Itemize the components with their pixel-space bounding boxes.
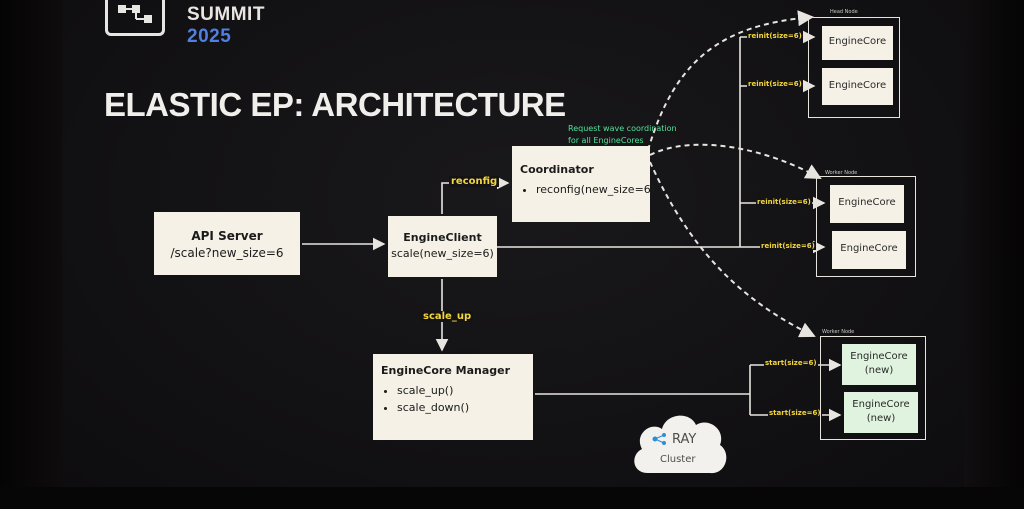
reinit-label-1: reinit(size=6) — [747, 32, 803, 40]
worker-node-2-label: Worker Node — [822, 329, 855, 335]
enginecore-worker-1: EngineCore — [830, 185, 904, 223]
engine-client-box: EngineClient scale(new_size=6) — [388, 216, 497, 277]
enginecore-head-2: EngineCore — [822, 68, 893, 105]
worker-node-2 — [820, 336, 926, 440]
engine-client-title: EngineClient — [403, 231, 482, 244]
api-server-title: API Server — [191, 229, 263, 243]
ray-label: RAY — [672, 432, 697, 447]
start-label-1: start(size=6) — [764, 359, 818, 367]
manager-item-scale-up: scale_up() — [397, 382, 533, 399]
coordinator-title: Coordinator — [520, 163, 594, 176]
engine-client-call: scale(new_size=6) — [391, 247, 494, 260]
enginecore-worker-2: EngineCore — [832, 231, 906, 269]
manager-title: EngineCore Manager — [381, 364, 511, 377]
enginecore-head-1: EngineCore — [822, 26, 893, 60]
reinit-label-4: reinit(size=6) — [760, 242, 816, 250]
worker-node-1-label: Worker Node — [825, 170, 858, 176]
start-label-2: start(size=6) — [768, 409, 822, 417]
enginecore-new-1: EngineCore (new) — [842, 344, 916, 385]
manager-item-scale-down: scale_down() — [397, 399, 533, 416]
enginecore-manager-box: EngineCore Manager scale_up() scale_down… — [373, 354, 533, 440]
api-server-endpoint: /scale?new_size=6 — [170, 246, 284, 260]
scale-up-label: scale_up — [421, 311, 474, 322]
reconfig-label: reconfig — [449, 176, 500, 187]
coordination-note: Request wave coordination for all Engine… — [568, 123, 677, 147]
note-line-1: Request wave coordination — [568, 124, 677, 133]
coordinator-box: Coordinator reconfig(new_size=6) — [512, 146, 655, 222]
reinit-label-3: reinit(size=6) — [756, 198, 812, 206]
ray-logo-icon — [652, 433, 666, 445]
summit-label: SUMMIT — [187, 4, 265, 25]
reinit-label-2: reinit(size=6) — [747, 80, 803, 88]
cluster-label: Cluster — [660, 454, 696, 465]
right-curtain — [964, 0, 1024, 509]
note-line-2: for all EngineCores — [568, 136, 644, 145]
enginecore-new-2: EngineCore (new) — [844, 392, 918, 433]
api-server-box: API Server /scale?new_size=6 — [154, 212, 300, 275]
coordinator-item: reconfig(new_size=6) — [536, 183, 655, 196]
head-node-label: Head Node — [830, 9, 858, 15]
year-label: 2025 — [187, 26, 232, 47]
worker-node-1 — [816, 176, 916, 277]
left-curtain — [0, 0, 62, 509]
ray-cluster-cloud-icon — [634, 415, 727, 474]
head-node — [808, 17, 900, 118]
summit-logo-icon — [105, 0, 165, 36]
floor-shadow — [0, 487, 1024, 509]
slide-title: ELASTIC EP: ARCHITECTURE — [104, 86, 566, 123]
